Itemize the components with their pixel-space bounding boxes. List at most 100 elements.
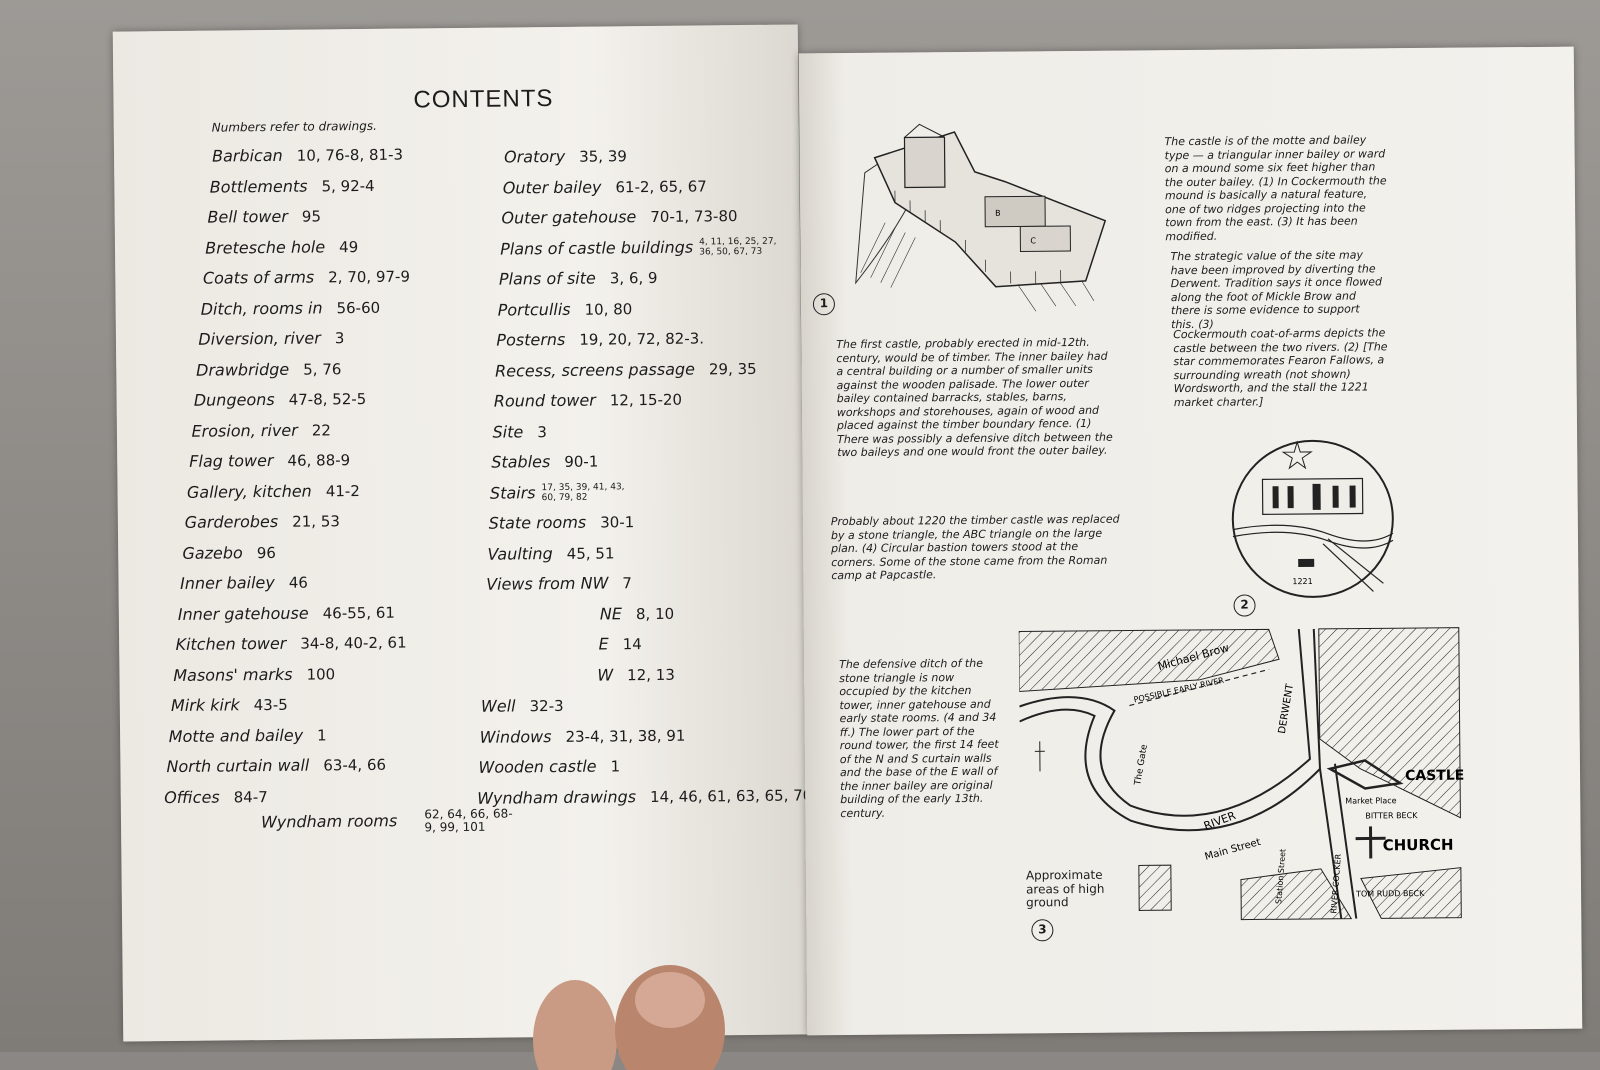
entry-term: Erosion, river (191, 420, 297, 440)
finger-photo-artifact (525, 960, 735, 1070)
fig1-label-b: C (1030, 236, 1036, 245)
entry-refs: 3 (335, 329, 345, 347)
entry-term: Ditch, rooms in (201, 298, 323, 318)
para-defensive-ditch: The defensive ditch of the stone triangl… (839, 657, 1000, 820)
high-ground-north (1019, 629, 1280, 691)
entry-refs: 96 (257, 543, 276, 561)
entry-refs: 32-3 (529, 697, 563, 715)
entry-term: Masons' marks (173, 664, 292, 684)
entry-refs: 46-55, 61 (323, 603, 395, 622)
contents-entry: Wooden castle 1 (478, 756, 620, 776)
entry-term: Plans of site (499, 269, 596, 289)
para-coat-of-arms: Cockermouth coat-of-arms depicts the cas… (1173, 326, 1389, 409)
entry-refs: 19, 20, 72, 82-3. (579, 329, 704, 348)
entry-refs: 100 (306, 665, 335, 683)
entry-term: Garderobes (185, 512, 279, 532)
para-motte-bailey: The castle is of the motte and bailey ty… (1164, 133, 1390, 243)
contents-entry: Ditch, rooms in 56-60 (201, 297, 381, 318)
left-page: CONTENTS Numbers refer to drawings. Barb… (113, 24, 809, 1041)
contents-entry-wyndham-rooms: Wyndham rooms 62, 64, 66, 68-9, 99, 101 (261, 807, 520, 836)
contents-entry: Diversion, river 3 (198, 328, 344, 349)
entry-term: Offices (164, 787, 220, 807)
entry-term: Inner bailey (180, 573, 275, 593)
map-label-church: CHURCH (1383, 836, 1454, 855)
para-strategic-value: The strategic value of the site may have… (1170, 248, 1386, 331)
entry-refs: 46, 88-9 (287, 451, 350, 470)
map-label-bitter-beck: BITTER BECK (1365, 811, 1418, 820)
map-label-castle: CASTLE (1405, 768, 1464, 785)
entry-refs: 56-60 (336, 298, 380, 316)
contents-note: Numbers refer to drawings. (212, 119, 377, 135)
entry-refs: 30-1 (600, 513, 634, 531)
fig1-label-a: B (995, 209, 1001, 218)
arms-river-2 (1328, 538, 1383, 583)
entry-term: Barbican (212, 146, 283, 166)
entry-term: Gazebo (182, 543, 243, 563)
entry-refs: 3 (537, 423, 547, 441)
entry-refs: 62, 64, 66, 68-9, 99, 101 (424, 807, 519, 834)
entry-term: NE (600, 604, 622, 623)
entry-term: Coats of arms (203, 268, 314, 288)
map-label-the-gate: The Gate (1133, 743, 1150, 787)
entry-refs: 4, 11, 16, 25, 27, 36, 50, 67, 73 (699, 237, 789, 258)
entry-term: Vaulting (487, 544, 553, 564)
entry-term: North curtain wall (166, 756, 309, 776)
entry-term: W (597, 665, 613, 684)
para-stone-castle: Probably about 1220 the timber castle wa… (831, 513, 1122, 583)
entry-term: Stables (491, 452, 550, 472)
figure-1-number: 1 (813, 293, 835, 315)
contents-entry: Round tower 12, 15-20 (494, 390, 682, 411)
contents-entry: Plans of site 3, 6, 9 (499, 268, 658, 289)
entry-term: State rooms (489, 513, 587, 533)
entry-refs: 3, 6, 9 (610, 269, 658, 287)
entry-term: Bell tower (207, 207, 288, 227)
entry-term: Round tower (494, 391, 596, 411)
entry-refs: 7 (622, 574, 632, 592)
entry-term: Flag tower (189, 451, 273, 471)
entry-term: Oratory (504, 147, 565, 167)
entry-refs: 46 (289, 574, 308, 592)
entry-refs: 61-2, 65, 67 (615, 177, 706, 196)
entry-refs: 1 (317, 726, 327, 744)
map-label-market-place: Market Place (1345, 796, 1396, 805)
entry-refs: 14, 46, 61, 63, 65, 70 (650, 786, 812, 806)
map-label-tom-rudd-beck: TOM RUDD BECK (1355, 889, 1425, 899)
entry-term: Wooden castle (478, 757, 596, 777)
entry-refs: 1 (610, 757, 620, 775)
right-page: B C 1 The castle is of the motte and bai… (799, 47, 1583, 1036)
entry-term: Views from NW (486, 573, 608, 593)
entry-refs: 63-4, 66 (323, 756, 386, 775)
contents-entry: North curtain wall 63-4, 66 (166, 755, 386, 776)
entry-refs: 12, 15-20 (610, 391, 682, 410)
entry-refs: 84-7 (234, 788, 268, 806)
arms-year: 1221 (1292, 577, 1312, 586)
figure-2-number: 2 (1233, 594, 1255, 616)
entry-term: Outer bailey (503, 177, 602, 197)
entry-refs: 17, 35, 39, 41, 43, 60, 79, 82 (541, 482, 631, 503)
contents-entry: Inner bailey 46 (180, 573, 308, 593)
entry-term: Portcullis (498, 299, 571, 319)
map-label-derwent: DERWENT (1277, 682, 1296, 734)
entry-refs: 29, 35 (709, 359, 757, 377)
contents-entry: Views from NW 7 (486, 573, 632, 594)
entry-term: Recess, screens passage (495, 359, 695, 380)
entry-term: Dungeons (194, 390, 275, 410)
entry-term: Diversion, river (198, 328, 321, 348)
